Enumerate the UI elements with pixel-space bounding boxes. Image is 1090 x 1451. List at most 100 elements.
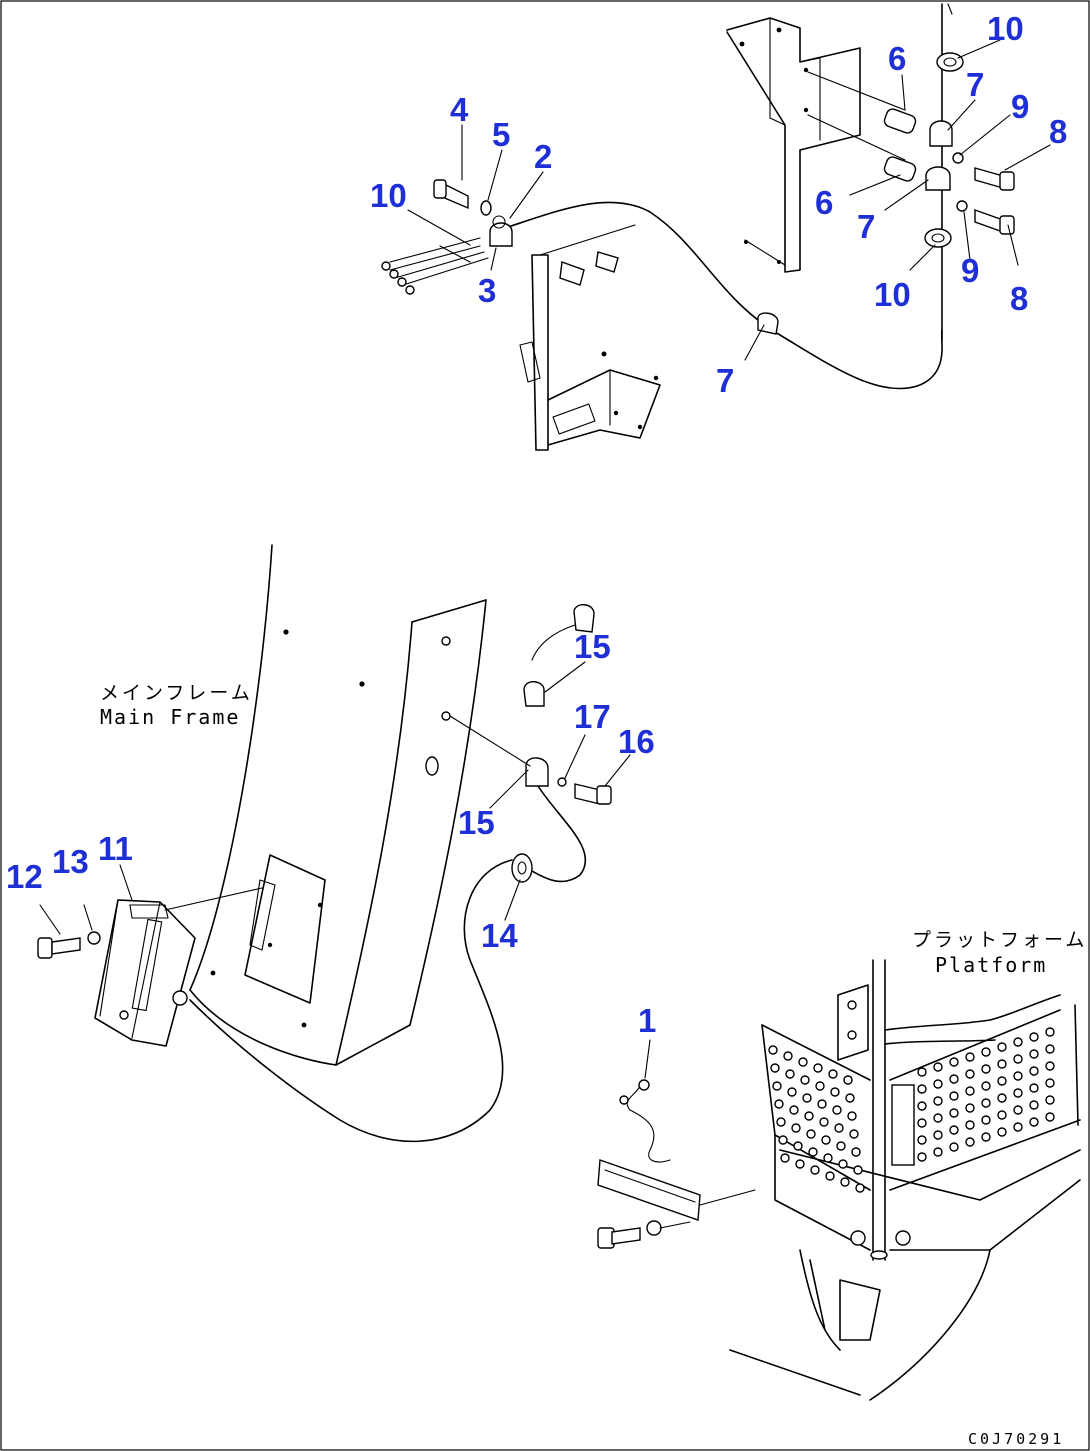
perforation-hole xyxy=(997,1059,1007,1069)
callout-9-lower: 9 xyxy=(961,252,979,289)
perforation-hole xyxy=(849,1129,859,1139)
perforation-hole xyxy=(997,1076,1007,1086)
perforation-hole xyxy=(949,1142,959,1152)
platform-perforations xyxy=(768,1027,1055,1193)
perforation-hole xyxy=(825,1171,835,1181)
perforation-hole xyxy=(1013,1071,1023,1081)
perforation-hole xyxy=(997,1093,1007,1103)
perforation-hole xyxy=(949,1074,959,1084)
callout-11: 11 xyxy=(98,830,133,867)
perforation-hole xyxy=(949,1091,959,1101)
frame-clamp-group xyxy=(189,604,612,1143)
perforation-hole xyxy=(1013,1088,1023,1098)
platform-en-label: Platform xyxy=(935,953,1047,977)
callout-10-top: 10 xyxy=(987,10,1024,47)
perforation-hole xyxy=(917,1084,927,1094)
perforation-hole xyxy=(1029,1083,1039,1093)
callout-15-lower: 15 xyxy=(458,804,495,841)
callout-7-harness: 7 xyxy=(716,362,734,399)
perforation-hole xyxy=(965,1052,975,1062)
perforation-hole xyxy=(1029,1032,1039,1042)
callout-6-upper: 6 xyxy=(888,40,906,77)
callout-12: 12 xyxy=(6,858,43,895)
callout-6-lower: 6 xyxy=(815,184,833,221)
platform: プラットフォーム Platform xyxy=(729,929,1087,1401)
callout-7-middle: 7 xyxy=(857,208,875,245)
perforation-hole xyxy=(804,1111,814,1121)
perforation-hole xyxy=(1029,1117,1039,1127)
perforation-hole xyxy=(917,1118,927,1128)
perforation-hole xyxy=(917,1152,927,1162)
platform-jp-label: プラットフォーム xyxy=(912,929,1087,951)
perforation-hole xyxy=(981,1081,991,1091)
perforation-hole xyxy=(855,1183,865,1193)
callout-5: 5 xyxy=(492,116,510,153)
perforation-hole xyxy=(808,1147,818,1157)
perforation-hole xyxy=(997,1110,1007,1120)
callout-9-upper: 9 xyxy=(1011,88,1029,125)
perforation-hole xyxy=(821,1135,831,1145)
perforation-hole xyxy=(933,1147,943,1157)
main-frame-en-label: Main Frame xyxy=(100,705,240,729)
callout-10-left: 10 xyxy=(370,177,407,214)
perforation-hole xyxy=(783,1051,793,1061)
callout-13: 13 xyxy=(52,843,89,880)
drawing-code: C0J70291 xyxy=(968,1430,1064,1448)
perforation-hole xyxy=(785,1069,795,1079)
callout-14: 14 xyxy=(481,917,518,954)
perforation-hole xyxy=(780,1153,790,1163)
perforation-hole xyxy=(1045,1044,1055,1054)
callout-1: 1 xyxy=(638,1002,656,1039)
main-frame: メインフレーム Main Frame xyxy=(100,544,487,1066)
callout-3: 3 xyxy=(478,272,496,309)
perforation-hole xyxy=(832,1105,842,1115)
perforation-hole xyxy=(981,1132,991,1142)
callout-8-upper: 8 xyxy=(1049,113,1067,150)
perforation-hole xyxy=(851,1147,861,1157)
perforation-hole xyxy=(793,1141,803,1151)
perforation-hole xyxy=(853,1165,863,1175)
perforation-hole xyxy=(1029,1049,1039,1059)
perforation-hole xyxy=(949,1125,959,1135)
perforation-hole xyxy=(917,1067,927,1077)
perforation-hole xyxy=(810,1165,820,1175)
callout-numbers: 1 2 3 4 5 6 6 7 7 7 8 8 9 9 10 10 10 11 … xyxy=(6,10,1067,1039)
perforation-hole xyxy=(981,1064,991,1074)
perforation-hole xyxy=(813,1063,823,1073)
perforation-hole xyxy=(776,1117,786,1127)
perforation-hole xyxy=(949,1108,959,1118)
perforation-hole xyxy=(778,1135,788,1145)
perforation-hole xyxy=(933,1062,943,1072)
perforation-hole xyxy=(789,1105,799,1115)
perforation-hole xyxy=(965,1086,975,1096)
perforation-hole xyxy=(828,1069,838,1079)
perforation-hole xyxy=(917,1135,927,1145)
perforation-hole xyxy=(768,1045,778,1055)
perforation-hole xyxy=(981,1098,991,1108)
perforation-hole xyxy=(806,1129,816,1139)
perforation-hole xyxy=(819,1117,829,1127)
sensor-part-1 xyxy=(597,1079,756,1249)
perforation-hole xyxy=(965,1103,975,1113)
perforation-hole xyxy=(834,1123,844,1133)
perforation-hole xyxy=(1045,1061,1055,1071)
perforation-hole xyxy=(1045,1027,1055,1037)
perforation-hole xyxy=(791,1123,801,1133)
perforation-hole xyxy=(817,1099,827,1109)
perforation-hole xyxy=(843,1075,853,1085)
callout-17: 17 xyxy=(574,698,611,735)
perforation-hole xyxy=(823,1153,833,1163)
perforation-hole xyxy=(772,1081,782,1091)
callout-15-upper: 15 xyxy=(574,628,611,665)
perforation-hole xyxy=(802,1093,812,1103)
perforation-hole xyxy=(965,1069,975,1079)
perforation-hole xyxy=(997,1042,1007,1052)
perforation-hole xyxy=(1013,1054,1023,1064)
perforation-hole xyxy=(1029,1100,1039,1110)
main-frame-jp-label: メインフレーム xyxy=(100,682,253,704)
perforation-hole xyxy=(933,1130,943,1140)
perforation-hole xyxy=(965,1120,975,1130)
callout-4: 4 xyxy=(450,91,469,128)
